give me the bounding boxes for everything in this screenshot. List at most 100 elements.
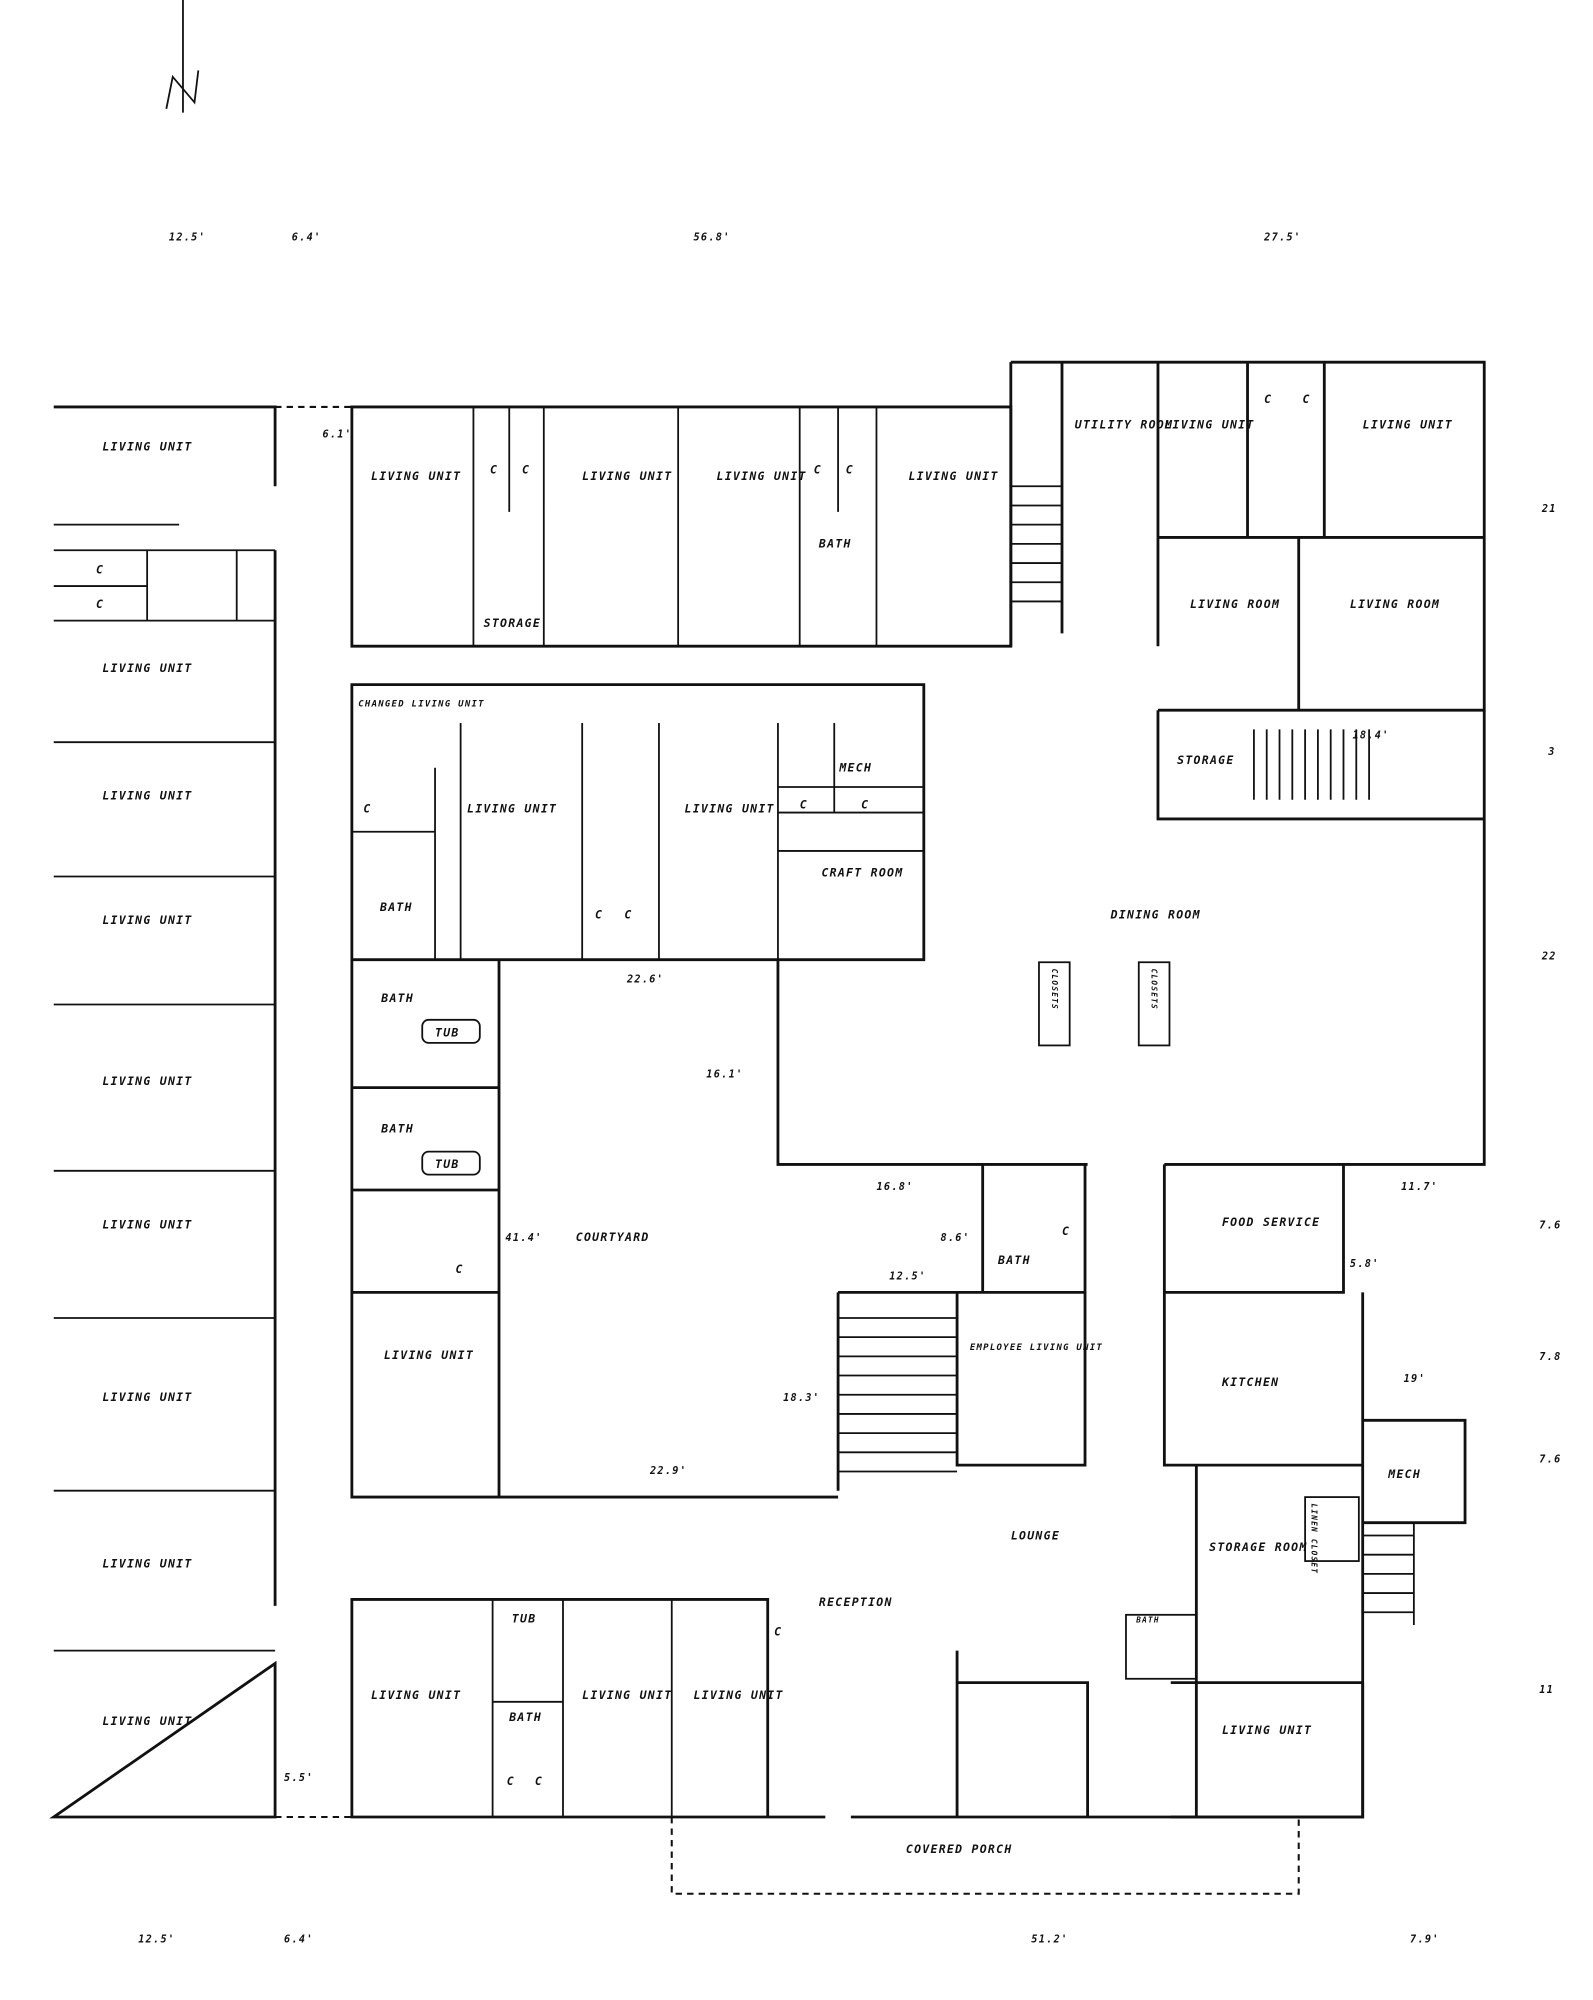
room-living-unit: LIVING UNIT — [685, 802, 775, 816]
closets-label: CLOSETS — [1150, 969, 1159, 1010]
dim-interior: 5.5' — [284, 1773, 314, 1784]
room-mech: MECH — [838, 761, 872, 775]
room-living-unit: LIVING UNIT — [102, 913, 192, 927]
room-living-unit: LIVING UNIT — [384, 1348, 474, 1362]
room-kitchen: KITCHEN — [1221, 1375, 1279, 1389]
dim-bottom-4: 7.9' — [1410, 1934, 1440, 1945]
closet-label: C — [861, 798, 869, 812]
tub-label: TUB — [512, 1611, 537, 1625]
dim-interior: 22.9' — [649, 1466, 687, 1477]
closet-label: C — [535, 1774, 543, 1788]
dim-interior: 22.6' — [626, 975, 664, 986]
dim-interior: 18.3' — [783, 1393, 820, 1404]
north-arrow: N — [165, 0, 200, 113]
room-living-room: LIVING ROOM — [1350, 597, 1440, 611]
room-living-unit: LIVING UNIT — [102, 1074, 192, 1088]
room-changed-living-unit: CHANGED LIVING UNIT — [358, 699, 485, 709]
closet-label: C — [522, 462, 530, 476]
room-living-unit: LIVING UNIT — [1363, 418, 1453, 432]
closet-label: C — [814, 462, 822, 476]
room-lounge: LOUNGE — [1011, 1528, 1060, 1542]
room-living-unit: LIVING UNIT — [102, 789, 192, 803]
closet-label: C — [96, 562, 104, 576]
dimension-labels: 12.5' 6.4' 56.8' 27.5' 12.5' 6.4' 51.2' … — [138, 233, 1561, 1946]
room-living-unit: LIVING UNIT — [582, 469, 672, 483]
closet-label: C — [363, 802, 371, 816]
dim-interior: 11.7' — [1401, 1182, 1438, 1193]
room-living-unit: LIVING UNIT — [102, 661, 192, 675]
closet-label: C — [774, 1624, 782, 1638]
room-bath: BATH — [997, 1253, 1031, 1267]
room-living-unit: LIVING UNIT — [693, 1688, 783, 1702]
dim-top-4: 27.5' — [1263, 233, 1301, 244]
room-living-unit: LIVING UNIT — [1164, 418, 1254, 432]
dim-interior: 8.6' — [940, 1233, 970, 1244]
dim-interior: 16.8' — [876, 1182, 913, 1193]
room-reception: RECEPTION — [819, 1595, 893, 1609]
dim-right-5: 7.8 — [1539, 1352, 1561, 1363]
room-covered-porch: COVERED PORCH — [906, 1842, 1013, 1856]
dim-interior: 6.1' — [322, 430, 352, 441]
room-living-unit: LIVING UNIT — [371, 469, 461, 483]
dim-right-1: 21 — [1541, 504, 1557, 515]
tub-label: TUB — [435, 1025, 460, 1039]
room-living-unit: LIVING UNIT — [582, 1688, 672, 1702]
closet-label: C — [507, 1774, 515, 1788]
room-mech: MECH — [1387, 1467, 1421, 1481]
dim-right-3: 22 — [1541, 952, 1557, 963]
dim-interior: 12.5' — [889, 1272, 926, 1283]
walls — [49, 360, 1486, 1895]
room-storage-room: STORAGE ROOM — [1209, 1540, 1307, 1554]
closet-label: C — [800, 798, 808, 812]
room-bath: BATH — [379, 900, 413, 914]
closet-label: C — [1062, 1224, 1070, 1238]
dim-right-6: 7.6 — [1539, 1455, 1561, 1466]
room-living-unit: LIVING UNIT — [908, 469, 998, 483]
dim-interior: 41.4' — [505, 1233, 542, 1244]
room-bath: BATH — [1135, 1615, 1160, 1624]
room-living-unit: LIVING UNIT — [102, 1714, 192, 1728]
room-employee-living-unit: EMPLOYEE LIVING UNIT — [970, 1343, 1103, 1353]
dim-right-2: 3 — [1547, 747, 1555, 758]
room-bath: BATH — [508, 1710, 542, 1724]
room-utility-room: UTILITY ROOM — [1075, 418, 1173, 432]
room-living-room: LIVING ROOM — [1190, 597, 1280, 611]
room-courtyard: COURTYARD — [576, 1230, 650, 1244]
room-craft-room: CRAFT ROOM — [821, 866, 903, 880]
closets-label: CLOSETS — [1050, 969, 1059, 1010]
closet-label: C — [490, 462, 498, 476]
closet-label: C — [1303, 392, 1311, 406]
room-living-unit: LIVING UNIT — [1222, 1723, 1312, 1737]
dim-right-4: 7.6 — [1539, 1220, 1561, 1231]
dim-bottom-1: 12.5' — [138, 1934, 175, 1945]
linen-closet-label: LINEN CLOSET — [1310, 1503, 1319, 1574]
dim-interior: 18.4' — [1352, 730, 1389, 741]
dim-bottom-2: 6.4' — [284, 1934, 314, 1945]
closet-label: C — [846, 462, 854, 476]
room-living-unit: LIVING UNIT — [102, 1217, 192, 1231]
room-storage: STORAGE — [1177, 753, 1234, 767]
room-living-unit: LIVING UNIT — [102, 1390, 192, 1404]
dim-interior: 5.8' — [1350, 1259, 1380, 1270]
room-storage: STORAGE — [484, 616, 541, 630]
room-dining-room: DINING ROOM — [1110, 908, 1201, 922]
room-bath: BATH — [818, 537, 852, 551]
room-living-unit: LIVING UNIT — [717, 469, 807, 483]
room-food-service: FOOD SERVICE — [1222, 1215, 1320, 1229]
room-living-unit: LIVING UNIT — [371, 1688, 461, 1702]
dim-bottom-3: 51.2' — [1031, 1934, 1068, 1945]
closet-label: C — [595, 908, 603, 922]
dim-top-2: 6.4' — [292, 233, 322, 244]
dim-interior: 19' — [1404, 1374, 1426, 1385]
dim-right-7: 11 — [1539, 1685, 1554, 1696]
closet-label: C — [1264, 392, 1272, 406]
dim-interior: 16.1' — [706, 1069, 743, 1080]
closet-label: C — [624, 908, 632, 922]
dim-top-1: 12.5' — [169, 233, 206, 244]
closet-label: C — [456, 1262, 464, 1276]
room-labels: LIVING UNIT LIVING UNIT LIVING UNIT LIVI… — [96, 392, 1453, 1856]
closet-label: C — [96, 597, 104, 611]
room-living-unit: LIVING UNIT — [102, 439, 192, 453]
room-bath: BATH — [380, 1121, 414, 1135]
